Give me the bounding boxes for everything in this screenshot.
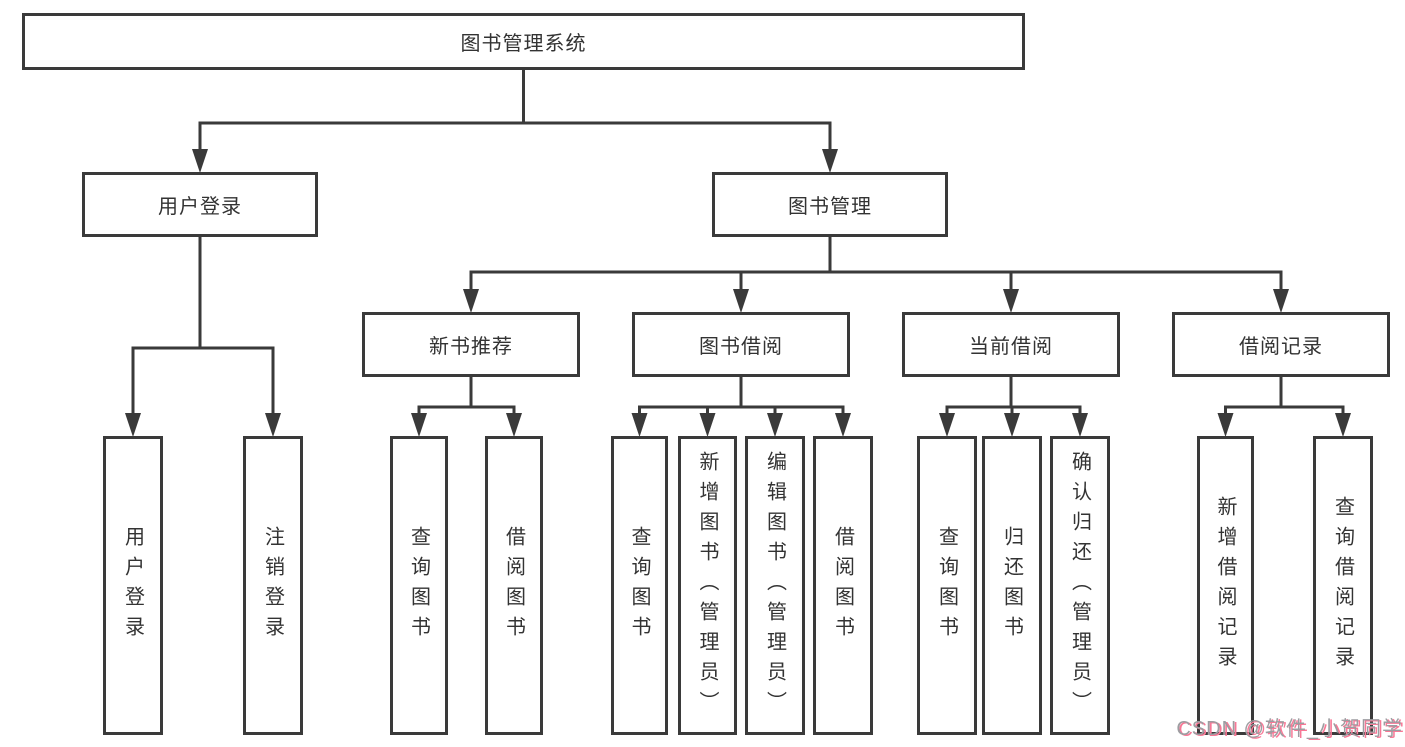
node-label-cb-return-book: 归还图书 — [1000, 525, 1023, 646]
node-book-borrow: 图书借阅 — [632, 312, 850, 377]
node-label-current-borrow: 当前借阅 — [969, 336, 1053, 358]
node-root: 图书管理系统 — [22, 13, 1025, 70]
node-label-book-mgmt: 图书管理 — [788, 196, 872, 218]
node-label-nbr-query-book: 查询图书 — [407, 525, 430, 646]
arrowhead — [265, 413, 281, 437]
node-bb-edit-book: 编辑图书（管理员） — [745, 436, 805, 735]
node-bb-query-book: 查询图书 — [611, 436, 668, 735]
node-br-add-record: 新增借阅记录 — [1197, 436, 1254, 735]
node-nbr-borrow-book: 借阅图书 — [485, 436, 543, 735]
node-cb-query-book: 查询图书 — [917, 436, 977, 735]
node-label-cb-query-book: 查询图书 — [935, 525, 958, 646]
node-label-leaf-logout: 注销登录 — [261, 525, 284, 646]
node-bb-borrow-book: 借阅图书 — [813, 436, 873, 735]
node-cb-return-book: 归还图书 — [982, 436, 1042, 735]
node-bb-add-book: 新增图书（管理员） — [678, 436, 737, 735]
arrowhead — [835, 413, 851, 437]
node-label-book-borrow: 图书借阅 — [699, 336, 783, 358]
node-label-br-add-record: 新增借阅记录 — [1214, 495, 1236, 676]
arrowhead — [1273, 289, 1289, 313]
node-borrow-records: 借阅记录 — [1172, 312, 1390, 377]
node-label-user-login: 用户登录 — [158, 196, 242, 218]
arrowhead — [733, 289, 749, 313]
node-current-borrow: 当前借阅 — [902, 312, 1120, 377]
node-label-leaf-user-login: 用户登录 — [121, 525, 144, 646]
arrowhead — [631, 413, 648, 437]
node-label-cb-confirm-return: 确认归还（管理员） — [1068, 450, 1091, 721]
node-book-mgmt: 图书管理 — [712, 172, 948, 237]
node-label-new-book-rec: 新书推荐 — [429, 336, 513, 358]
arrowhead — [1004, 413, 1020, 437]
csdn-watermark: CSDN @软件_小贺同学 — [1176, 718, 1403, 740]
arrowhead — [699, 413, 716, 437]
arrowhead — [463, 289, 479, 313]
arrowhead — [506, 413, 522, 437]
node-label-br-query-record: 查询借阅记录 — [1331, 495, 1354, 676]
node-label-root: 图书管理系统 — [460, 33, 587, 55]
arrowhead — [1072, 413, 1088, 437]
node-br-query-record: 查询借阅记录 — [1313, 436, 1373, 735]
node-leaf-logout: 注销登录 — [243, 436, 303, 735]
node-label-bb-edit-book: 编辑图书（管理员） — [763, 450, 786, 721]
node-cb-confirm-return: 确认归还（管理员） — [1050, 436, 1110, 735]
node-label-bb-add-book: 新增图书（管理员） — [696, 450, 718, 721]
node-leaf-user-login: 用户登录 — [103, 436, 163, 735]
arrowhead — [939, 413, 955, 437]
arrowhead — [1217, 413, 1234, 437]
arrowhead — [125, 413, 141, 437]
node-label-bb-query-book: 查询图书 — [628, 525, 650, 646]
node-new-book-rec: 新书推荐 — [362, 312, 580, 377]
arrowhead — [822, 149, 838, 173]
node-label-borrow-records: 借阅记录 — [1239, 336, 1323, 358]
node-user-login: 用户登录 — [82, 172, 318, 237]
node-label-nbr-borrow-book: 借阅图书 — [502, 525, 525, 646]
node-nbr-query-book: 查询图书 — [390, 436, 448, 735]
node-label-bb-borrow-book: 借阅图书 — [831, 525, 854, 646]
arrowhead — [1335, 413, 1351, 437]
arrowhead — [1003, 289, 1019, 313]
arrowhead — [192, 149, 208, 173]
arrowhead — [767, 413, 783, 437]
arrowhead — [411, 413, 427, 437]
